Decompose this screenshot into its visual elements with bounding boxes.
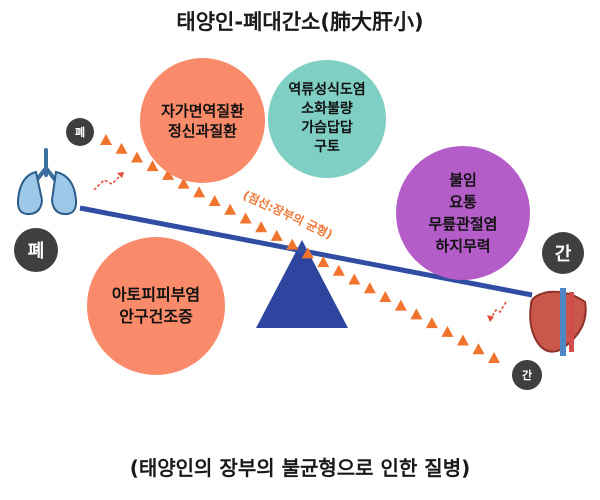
- symptom-text: 아토피피부염: [111, 285, 201, 304]
- dash-triangle: [270, 229, 283, 241]
- dash-triangle: [255, 221, 268, 233]
- dash-triangle: [301, 247, 314, 259]
- dash-triangle: [425, 317, 438, 329]
- dash-triangle: [379, 290, 392, 302]
- symptom-text: 역류성식도염: [288, 82, 366, 98]
- dash-triangle: [332, 264, 345, 276]
- symptom-text: 하지무력: [435, 237, 491, 255]
- dash-triangle: [410, 308, 423, 320]
- dash-triangle: [286, 238, 299, 250]
- symptom-text: 가슴답답: [301, 120, 353, 136]
- dash-triangle: [239, 212, 252, 224]
- dashed-balance-line: [100, 134, 500, 363]
- symptom-circle-immune: 자가면역질환 정신과질환: [140, 58, 265, 183]
- dashed-line-label: (점선:장부의 균형): [241, 187, 335, 242]
- dash-triangle: [224, 203, 237, 215]
- arrow-down-icon: [487, 301, 507, 322]
- symptom-text: 소화불량: [301, 101, 353, 117]
- liver-icon: [529, 288, 587, 356]
- fulcrum-triangle: [256, 240, 348, 328]
- symptom-circle-lower-body: 불임 요통 무릎관절염 하지무력: [396, 146, 530, 280]
- lung-icon: [16, 148, 78, 216]
- lung-badge-large: 폐: [14, 228, 58, 272]
- dash-triangle: [441, 325, 454, 337]
- symptom-text: 정신과질환: [167, 121, 237, 140]
- caption: (태양인의 장부의 불균형으로 인한 질병): [129, 456, 471, 480]
- dash-triangle: [472, 343, 485, 355]
- dash-triangle: [193, 186, 206, 198]
- symptom-text: 요통: [449, 193, 477, 211]
- symptom-text: 무릎관절염: [428, 215, 498, 233]
- liver-badge-small: 간: [512, 360, 542, 390]
- dash-triangle: [208, 195, 221, 207]
- dash-triangle: [317, 256, 330, 268]
- dash-triangle: [348, 273, 361, 285]
- lung-badge-small: 폐: [66, 118, 94, 146]
- symptom-text: 불임: [449, 171, 477, 189]
- dash-triangle: [162, 168, 175, 180]
- symptom-text: 안구건조증: [119, 307, 193, 326]
- dash-triangle: [394, 299, 407, 311]
- dash-triangle: [115, 142, 128, 154]
- arrow-up-icon: [93, 171, 125, 191]
- dash-triangle: [131, 151, 144, 163]
- dash-triangle: [488, 352, 500, 363]
- dash-triangle: [363, 282, 376, 294]
- symptom-circle-skin-eye: 아토피피부염 안구건조증: [87, 237, 225, 375]
- liver-badge-large: 간: [542, 232, 584, 274]
- dash-triangle: [456, 334, 469, 346]
- symptom-circle-digestive: 역류성식도염 소화불량 가슴답답 구토: [268, 60, 386, 178]
- page-title: 태양인-폐대간소(肺大肝小): [176, 10, 424, 34]
- dash-triangle: [177, 177, 190, 189]
- symptom-text: 자가면역질환: [161, 101, 244, 120]
- dash-triangle: [146, 160, 159, 172]
- symptom-text: 구토: [314, 139, 340, 155]
- dash-triangle: [100, 134, 112, 145]
